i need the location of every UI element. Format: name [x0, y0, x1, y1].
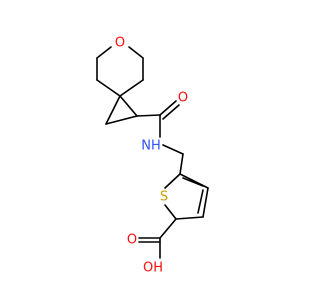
molecule-structure: O O NH S O OH [96, 36, 209, 276]
bond-c3-c4 [202, 187, 209, 218]
bond-c2-c3 [175, 216, 204, 220]
pyran-ring-bonds [96, 46, 144, 97]
bond-c3-spiro [96, 79, 121, 97]
amide-bonds [136, 100, 184, 175]
bond-o-c1 [96, 46, 112, 59]
carboxyl-bonds [138, 218, 177, 259]
amide-oxygen-label: O [178, 91, 188, 106]
bond-carbonyl-o-2 [162, 104, 180, 120]
bond-carbonyl-o-1 [159, 100, 177, 116]
ring-oxygen-label: O [115, 36, 125, 51]
bond-cp1-cp2 [105, 115, 138, 125]
bond-spiro-cp1 [105, 95, 121, 125]
cyclopropane-bonds [105, 95, 138, 125]
hydroxyl-label: OH [143, 261, 163, 276]
bond-c5-s [164, 173, 181, 189]
sulfur-label: S [160, 190, 168, 205]
bond-cp2-carbonyl [136, 114, 161, 117]
bond-s-c2 [164, 204, 177, 220]
carboxyl-oxygen-label: O [127, 233, 137, 248]
bond-c2-carboxyl [159, 218, 177, 239]
bond-ch2-thiophene [179, 153, 184, 175]
bond-n-ch2 [162, 144, 184, 155]
bond-spiro-cp2 [119, 95, 138, 117]
bond-c4-c5 [179, 173, 209, 189]
bond-o-c2 [128, 46, 144, 59]
molecule-canvas: O O NH S O OH [96, 35, 209, 276]
thiophene-bonds [164, 173, 209, 220]
bond-c3-c4-inner [197, 189, 204, 214]
bond-c4-c5-inner [182, 177, 204, 187]
bond-c4-spiro [119, 79, 144, 97]
amide-nitrogen-label: NH [141, 139, 161, 154]
